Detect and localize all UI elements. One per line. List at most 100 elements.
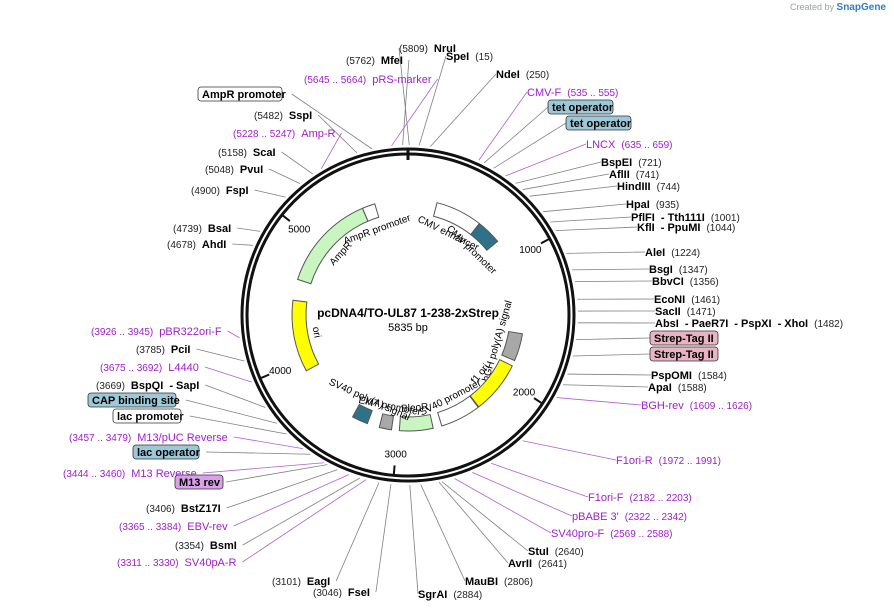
label-part-pos: (4739) — [173, 224, 202, 235]
site-label: (5482)SspI — [254, 110, 312, 122]
feature-em7-promoter — [378, 413, 395, 431]
scale-tick — [392, 465, 396, 475]
site-label: M13 rev — [174, 474, 224, 490]
label-part-feature: SV40pA-R — [185, 557, 237, 569]
leader-line — [438, 481, 509, 564]
feature-box — [174, 474, 224, 490]
label-part-feature: pBABE 3' — [572, 511, 619, 523]
label-part-enzyme: HpaI — [626, 199, 650, 211]
label-part-enzyme: tet operator — [570, 118, 632, 130]
label-part-feature: pRS-marker — [372, 74, 432, 86]
site-label: LNCX(635 .. 659) — [586, 139, 673, 151]
feature-box — [547, 99, 614, 115]
scale-label: 5000 — [288, 225, 311, 236]
label-part-feature: F1ori-R — [616, 455, 653, 467]
label-part-feature: Amp-R — [301, 128, 335, 140]
label-part-enzyme: BstZ17I — [181, 503, 221, 515]
site-label: SgrAI(2884) — [418, 589, 482, 601]
label-part-feature: M13/pUC Reverse — [137, 432, 227, 444]
label-part-pos_feature: (3457 .. 3479) — [69, 433, 131, 444]
label-part-pos: (3046) — [313, 588, 342, 599]
leader-line — [566, 251, 646, 254]
site-label: (5158) ScaI — [218, 147, 276, 159]
site-label: NdeI(250) — [496, 69, 549, 81]
label-part-pos: (1044) — [706, 223, 735, 234]
label-part-pos: (5158) — [218, 148, 247, 159]
site-label: AbsI- PaeR7I- PspXI- XhoI(1482) — [655, 318, 843, 330]
leader-line — [483, 106, 549, 164]
label-part-enzyme: SgrAI — [418, 589, 447, 601]
leader-line — [472, 472, 573, 517]
site-label: tet operator — [547, 99, 614, 115]
leader-line — [205, 384, 266, 408]
leader-line — [493, 122, 567, 169]
label-part-feature: EBV-rev — [187, 521, 228, 533]
feature-ampr-promoter — [361, 203, 380, 222]
scale-tick — [282, 214, 291, 222]
site-label: CAP binding site — [87, 392, 180, 408]
label-part-enzyme: - PaeR7I — [685, 318, 728, 330]
label-part-enzyme: FseI — [348, 587, 370, 599]
label-part-pos: (4678) — [167, 240, 196, 251]
label-part-enzyme: AflII — [609, 169, 630, 181]
site-label: (4678)AhdI — [167, 239, 226, 251]
feature-box — [649, 330, 719, 346]
site-label: (3406)BstZ17I — [146, 503, 221, 515]
feature-box — [112, 408, 182, 424]
site-label: (3046) FseI — [313, 587, 370, 599]
leader-line — [571, 268, 650, 271]
site-label: (3675 .. 3692)L4440 — [100, 362, 199, 374]
site-label: lac operator — [132, 444, 201, 460]
leader-line — [420, 484, 466, 582]
label-part-enzyme: NruI — [434, 43, 456, 55]
leader-line — [550, 216, 632, 223]
site-label: Strep-Tag II — [649, 346, 719, 362]
leader-line — [205, 451, 311, 455]
site-label: (3354)BsmI — [175, 540, 237, 552]
label-part-feature: BGH-rev — [641, 400, 684, 412]
label-part-pos_feature: (2182 .. 2203) — [629, 493, 691, 504]
label-part-enzyme: BsmI — [210, 540, 237, 552]
scale-label: 4000 — [269, 366, 292, 377]
leader-line — [555, 226, 638, 232]
label-part-enzyme: ScaI — [253, 147, 276, 159]
label-part-enzyme: AleI — [645, 247, 665, 259]
label-part-enzyme: Strep-Tag II — [654, 333, 714, 345]
leader-line — [225, 464, 328, 483]
leader-line — [522, 440, 617, 461]
leader-line — [196, 348, 245, 362]
site-label: (5228 .. 5247)Amp-R — [233, 128, 336, 140]
site-label: HpaI(935) — [626, 199, 679, 211]
leader-line — [233, 436, 303, 449]
label-part-enzyme: lac operator — [137, 447, 201, 459]
label-part-enzyme: - PspXI — [734, 318, 771, 330]
leader-line — [375, 484, 392, 593]
feature-bgh-poly-a-signal — [501, 330, 524, 362]
label-part-pos: (15) — [475, 52, 493, 63]
feature-bleor — [398, 413, 434, 432]
site-label: (5645 .. 5664)pRS-marker — [304, 74, 432, 86]
snapgene-credit: Created by SnapGene — [790, 2, 886, 13]
leader-line — [398, 47, 410, 146]
label-part-pos: (1356) — [690, 277, 719, 288]
leader-line — [576, 337, 651, 341]
leader-line — [317, 114, 358, 154]
site-label: BspEI(721) — [601, 157, 662, 169]
scale-tick — [260, 373, 270, 379]
label-part-enzyme: M13 rev — [179, 477, 221, 489]
label-part-enzyme: MauBI — [465, 576, 498, 588]
leader-line — [556, 397, 642, 406]
leader-line — [232, 243, 253, 246]
leader-line — [185, 399, 277, 424]
leader-line — [418, 55, 447, 146]
leader-line — [227, 330, 240, 339]
label-part-feature: LNCX — [586, 139, 616, 151]
label-part-pos_feature: (2322 .. 2342) — [625, 512, 687, 523]
site-label: AflII(741) — [609, 169, 659, 181]
feature-f1-ori — [469, 359, 513, 408]
site-label: Strep-Tag II — [649, 330, 719, 346]
leader-line — [490, 462, 589, 498]
site-label: (3926 .. 3945)pBR322ori-F — [91, 326, 222, 338]
leader-line — [454, 478, 552, 534]
label-part-pos: (5809) — [399, 44, 428, 55]
